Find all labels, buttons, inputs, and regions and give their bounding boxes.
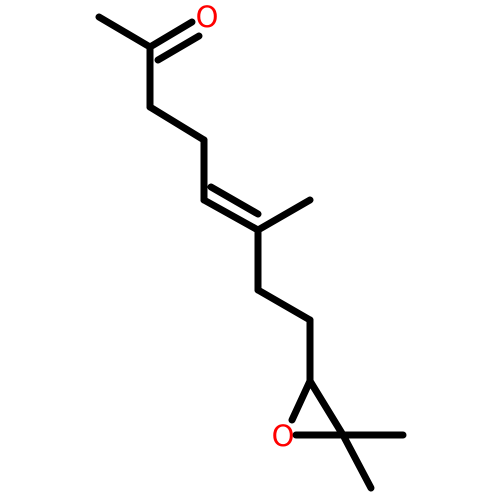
bond-methyl-carbonyl (95, 13, 154, 51)
bond-epoxide-carbon-carbon (306, 377, 347, 439)
bond-gem-methyl-down (339, 431, 375, 492)
bond-carbonyl-oxygen-1 (146, 18, 196, 51)
bond-c5-c6-double (207, 183, 262, 218)
bond-c3-c4 (146, 103, 208, 144)
epoxide-oxygen-label: O (272, 419, 295, 453)
ketone-oxygen-label: O (196, 0, 219, 34)
bond-carbonyl-oxygen-2 (154, 32, 203, 64)
bond-epoxide-carbon-oxygen (288, 377, 314, 424)
bond-c6-methyl (254, 196, 314, 234)
bond-c5-c6 (200, 196, 262, 234)
bond-c7-c8 (254, 286, 314, 324)
